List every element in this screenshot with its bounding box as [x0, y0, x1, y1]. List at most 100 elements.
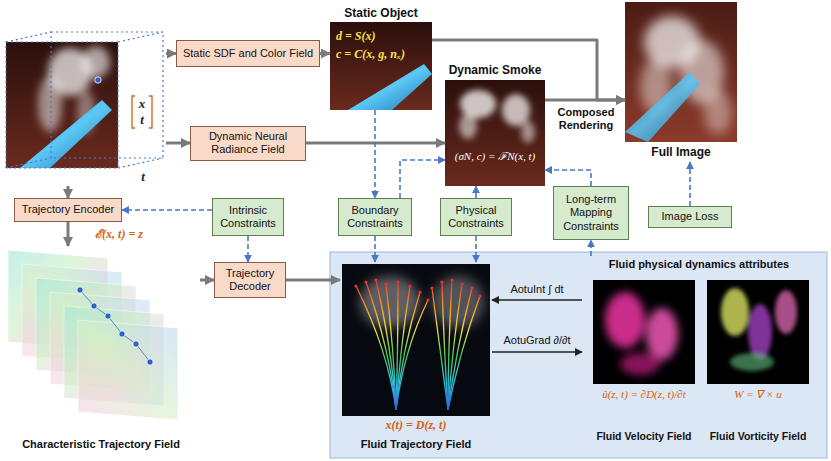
illustration-part — [396, 280, 399, 283]
illustration-part — [6, 158, 51, 168]
attribute-group: û(z, t) = ∂D(z, t)/∂tFluid Velocity Fiel… — [582, 256, 816, 458]
box-label: Trajectory Decoder — [220, 267, 280, 293]
constraint-box: Intrinsic Constraints — [212, 198, 284, 236]
illustration-part — [396, 300, 428, 410]
illustration-part — [91, 303, 97, 309]
vorticity-field-art — [707, 280, 809, 384]
vector-symbol: x — [136, 96, 148, 112]
illustration-part — [78, 320, 178, 420]
constraint-arrow — [247, 236, 249, 262]
illustration-part — [133, 341, 139, 347]
flow-arrow — [545, 99, 625, 102]
illustration-part — [348, 64, 432, 110]
illustration-part — [374, 278, 377, 281]
flow-arrow — [67, 222, 70, 246]
operator-arrow — [492, 351, 582, 352]
formula: W = ∇ × u — [702, 388, 814, 401]
formula: c = C(x, g, nₓ) — [336, 47, 432, 61]
flow-arrow — [320, 52, 330, 55]
illustration-part — [721, 288, 749, 336]
image-heading: Static Object — [330, 6, 432, 20]
axis-label: t — [136, 169, 150, 185]
box-label: Physical Constraints — [446, 204, 506, 230]
illustration-part — [459, 90, 535, 143]
module-box: Trajectory Decoder — [214, 262, 286, 298]
flow-arrow — [166, 142, 190, 145]
constraint-box: Physical Constraints — [440, 198, 512, 236]
flow-arrow — [166, 52, 176, 55]
illustration-part — [118, 32, 163, 42]
box-label: Intrinsic Constraints — [218, 204, 278, 230]
illustration-part — [502, 94, 530, 126]
illustration-part — [442, 282, 448, 410]
image-heading: Fluid Trajectory Field — [340, 438, 492, 451]
illustration-part — [384, 282, 387, 285]
formula: û(z, t) = ∂D(z, t)/∂t — [588, 388, 700, 401]
image-heading: Fluid Velocity Field — [588, 430, 700, 443]
formula: ℰ(x, t) = z — [74, 227, 164, 241]
illustration-part — [6, 32, 163, 168]
illustration-part — [707, 280, 809, 384]
illustration-part — [730, 353, 774, 371]
illustration-part — [38, 76, 62, 132]
image-heading: Fluid Vorticity Field — [702, 430, 814, 443]
dynamic-smoke-art — [445, 80, 545, 186]
flow-arrow — [286, 279, 340, 282]
field-plot: x(t) = D(z, t) Fluid Trajectory Field — [340, 262, 492, 458]
full-image-art — [625, 2, 737, 142]
image-heading: Full Image — [625, 145, 737, 159]
illustration-part — [625, 72, 700, 142]
render-image: Dynamic Smoke(σN, c) = ℱN(x, t) — [445, 62, 545, 186]
constraint-arrow — [545, 170, 591, 186]
illustration-part — [748, 304, 772, 360]
illustration-part — [478, 294, 481, 297]
illustration-part — [721, 288, 797, 371]
illustration-part — [460, 282, 463, 285]
group-heading: Fluid physical dynamics attributes — [582, 258, 816, 271]
box-label: Trajectory Encoder — [22, 203, 115, 216]
illustration-part — [775, 290, 797, 334]
constraint-arrow — [475, 236, 477, 262]
illustration-part — [605, 292, 678, 375]
illustration-part — [448, 296, 480, 410]
formula: x(t) = D(z, t) — [340, 418, 492, 432]
slice-stack: Characteristic Trajectory Field — [2, 246, 200, 458]
formula: d = S(x) — [336, 29, 430, 43]
illustration-part — [605, 292, 645, 348]
constraint-box: Long-term Mapping Constraints — [553, 186, 629, 240]
illustration-part — [95, 77, 101, 83]
trajectory-slices-art — [8, 250, 178, 420]
illustration-part — [147, 359, 153, 365]
illustration-part — [356, 286, 396, 410]
illustration-part — [521, 121, 535, 143]
vector-symbol: t — [136, 112, 148, 128]
operator-arrow — [492, 299, 582, 300]
operator-label: AotuGrad ∂/∂t — [494, 334, 580, 347]
module-box: Trajectory Encoder — [14, 198, 122, 222]
illustration-part — [364, 280, 367, 283]
constraint-arrow — [475, 186, 477, 198]
illustration-part — [6, 32, 51, 42]
constraint-arrow — [400, 160, 445, 198]
illustration-part — [51, 32, 163, 158]
trajectory-field-art — [342, 264, 490, 416]
illustration-part — [6, 42, 118, 168]
loss-box: Image Loss — [648, 206, 732, 228]
illustration-part — [77, 287, 153, 365]
render-image: Full Image — [625, 2, 737, 162]
illustration-part — [119, 331, 125, 337]
render-image: Static Object d = S(x) c = C(x, g, nₓ) — [330, 4, 432, 110]
box-label: Long-term Mapping Constraints — [559, 193, 623, 233]
illustration-part — [470, 286, 473, 289]
illustration-part — [80, 290, 150, 362]
illustration-part — [445, 80, 545, 186]
physics-panel — [330, 252, 827, 458]
static-object-art — [330, 22, 432, 110]
illustration-part — [450, 278, 453, 281]
illustration-part — [376, 280, 396, 410]
illustration-part — [430, 286, 433, 289]
flow-arrow — [432, 40, 625, 100]
box-label: Image Loss — [662, 210, 719, 223]
